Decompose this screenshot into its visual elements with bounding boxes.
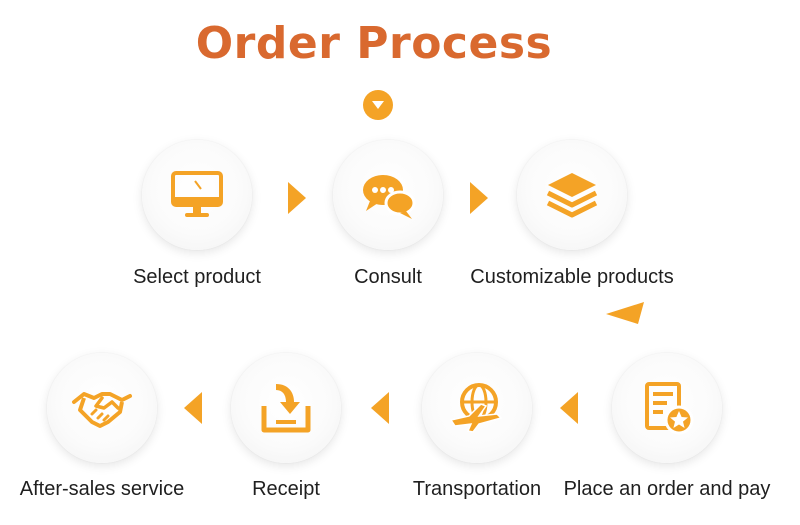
arrow-right-icon [470, 182, 488, 214]
arrow-right-icon [288, 182, 306, 214]
step-label: Consult [354, 266, 422, 288]
step-label: Select product [133, 266, 261, 288]
step-customizable-products [517, 140, 627, 250]
step-receipt [231, 353, 341, 463]
chat-bubbles-icon [363, 175, 416, 219]
step-consult [333, 140, 443, 250]
handshake-icon [72, 392, 132, 428]
monitor-icon [171, 171, 223, 217]
chevron-down-icon [363, 90, 393, 120]
layers-icon [546, 173, 598, 218]
step-label: Customizable products [470, 266, 674, 288]
step-transportation [422, 353, 532, 463]
inbox-download-icon [261, 384, 311, 433]
order-document-star-icon [645, 382, 694, 435]
globe-airplane-icon [449, 383, 503, 433]
step-place-order-and-pay [612, 353, 722, 463]
step-label: Receipt [252, 478, 320, 500]
step-label: After-sales service [19, 478, 185, 500]
arrow-left-icon [560, 392, 578, 424]
step-label: Place an order and pay [563, 478, 771, 500]
arrow-left-icon [371, 392, 389, 424]
step-after-sales-service [47, 353, 157, 463]
arrow-down-left-icon [606, 302, 644, 324]
step-label: Transportation [412, 478, 542, 500]
step-select-product [142, 140, 252, 250]
page-title: Order Process [195, 18, 553, 69]
arrow-left-icon [184, 392, 202, 424]
